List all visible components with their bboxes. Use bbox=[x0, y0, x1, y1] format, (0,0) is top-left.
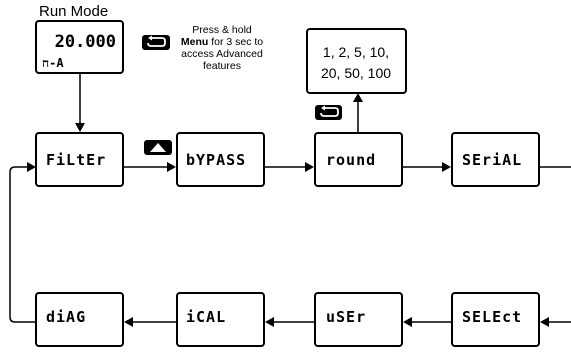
up-triangle-key-icon bbox=[144, 140, 172, 155]
arrow-filter-to-bypass bbox=[123, 162, 176, 172]
menu-label-diag: diAG bbox=[46, 308, 86, 326]
menu-loop-key-icon bbox=[142, 35, 170, 50]
arrow-select-incoming bbox=[540, 317, 571, 327]
round-options-line1: 1, 2, 5, 10, bbox=[323, 44, 389, 60]
run-mode-display-value: 20.000 bbox=[55, 32, 116, 52]
menu-box-filter bbox=[35, 132, 124, 187]
svg-text:Menu for 3 sec to: Menu for 3 sec to bbox=[181, 36, 263, 48]
menu-box-select bbox=[451, 292, 540, 347]
menu-box-ical bbox=[176, 292, 265, 347]
menu-box-user bbox=[314, 292, 403, 347]
arrow-user-to-ical bbox=[265, 317, 315, 327]
menu-label-filter: FiLtEr bbox=[46, 151, 106, 169]
menu-label-ical: iCAL bbox=[186, 308, 226, 326]
arrow-round-to-serial bbox=[402, 162, 451, 172]
menu-box-serial bbox=[451, 132, 540, 187]
round-options-box bbox=[306, 28, 407, 94]
menu-label-bypass: bYPASS bbox=[186, 151, 246, 169]
menu-label-serial: SEriAL bbox=[462, 151, 522, 169]
arrow-round-to-options bbox=[353, 93, 363, 133]
menu-note-rest: for 3 sec to bbox=[208, 36, 263, 48]
round-options-line2: 20, 50, 100 bbox=[321, 65, 391, 81]
arrow-bypass-to-round bbox=[264, 162, 314, 172]
menu-note-bold: Menu bbox=[181, 36, 208, 48]
run-mode-title: Run Mode bbox=[39, 3, 108, 20]
menu-label-select: SELEct bbox=[462, 308, 522, 326]
arrow-diag-to-filter bbox=[9, 162, 36, 323]
run-mode-display-unit: ח-A bbox=[42, 56, 64, 70]
arrow-ical-to-diag bbox=[124, 317, 177, 327]
arrow-select-to-user bbox=[403, 317, 452, 327]
svg-text:features: features bbox=[203, 60, 241, 72]
menu-label-user: uSEr bbox=[326, 308, 366, 326]
menu-instructions: Press & hold Menu for 3 sec to access Ad… bbox=[181, 24, 263, 72]
menu-box-diag bbox=[35, 292, 124, 347]
menu-loop-key-icon-round bbox=[315, 105, 342, 120]
menu-box-bypass bbox=[176, 132, 265, 187]
menu-label-round: round bbox=[326, 151, 376, 169]
svg-text:access Advanced: access Advanced bbox=[181, 48, 263, 60]
svg-text:Press & hold: Press & hold bbox=[192, 24, 252, 36]
arrow-run-to-filter bbox=[75, 73, 85, 132]
